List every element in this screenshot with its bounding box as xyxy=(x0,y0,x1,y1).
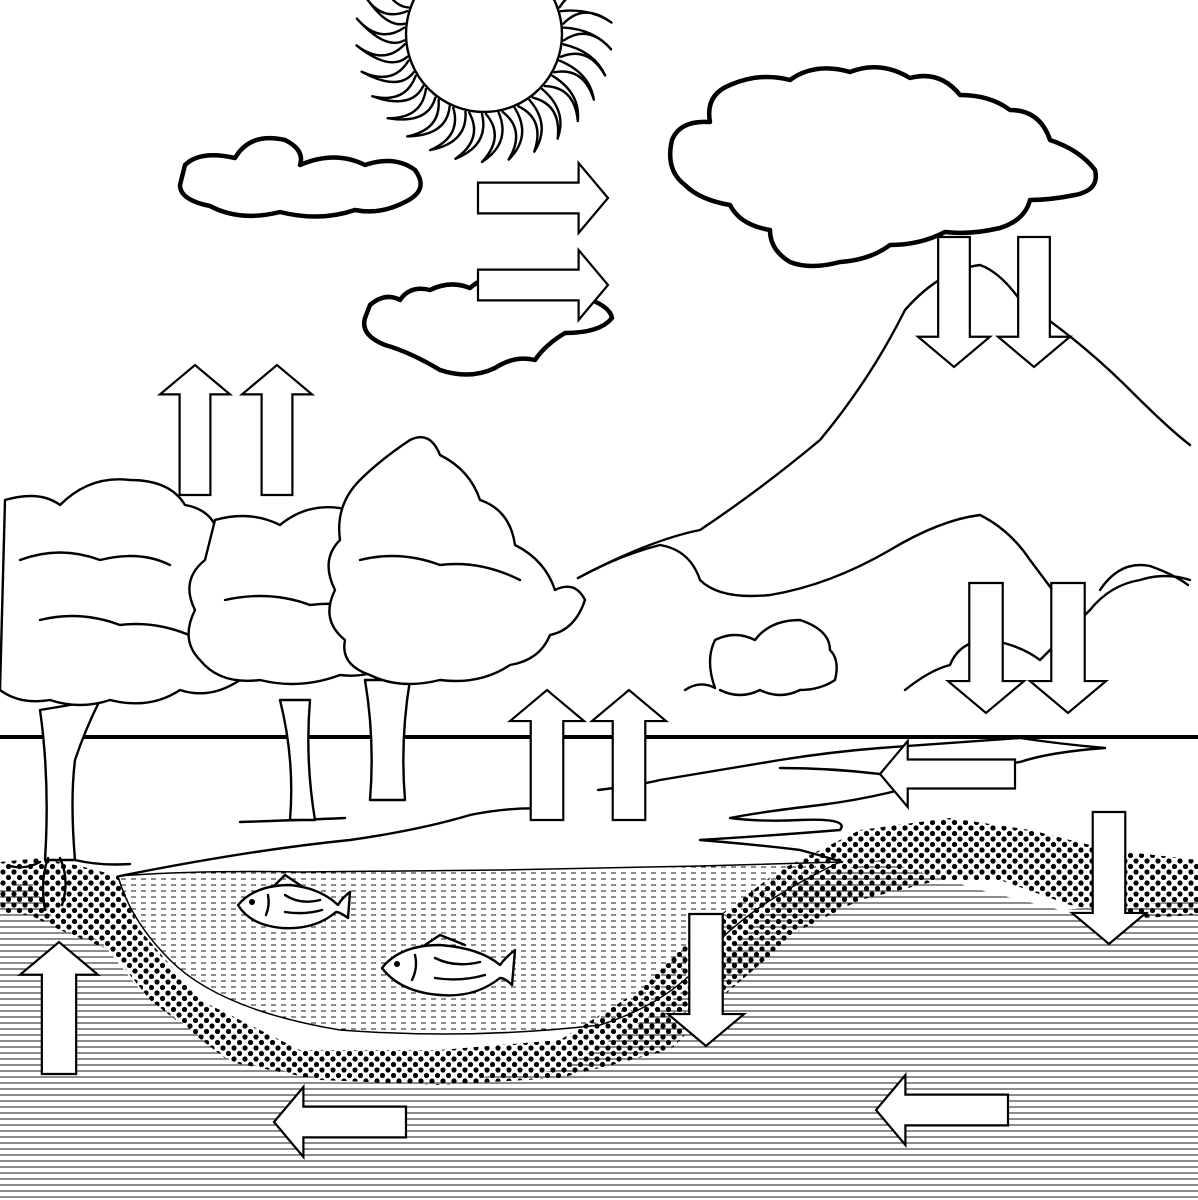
arrow-lake-up-right-icon xyxy=(588,688,670,822)
mountain xyxy=(576,263,1192,580)
arrow-river-left-icon xyxy=(878,737,1017,811)
arrow-groundwater-left-2-icon xyxy=(874,1071,1010,1149)
tree-right xyxy=(327,435,587,802)
sun-ray xyxy=(501,106,524,161)
sun-ray xyxy=(517,98,543,153)
fish-upper xyxy=(236,873,352,930)
hills xyxy=(576,513,1062,602)
sun-ray xyxy=(405,98,451,138)
sun-ray xyxy=(355,17,406,45)
arrow-hills-down-right-icon xyxy=(1026,581,1110,715)
sun-ray xyxy=(391,0,410,9)
arrow-cloud-down-left-icon xyxy=(914,235,994,369)
sun-ray xyxy=(454,111,485,160)
sun-ray xyxy=(360,59,415,84)
sun xyxy=(355,0,613,164)
sun-ray xyxy=(355,43,409,64)
sun-ray xyxy=(559,9,613,25)
tree-roots xyxy=(8,856,132,912)
arrow-sun-right-lower-icon xyxy=(476,246,610,324)
arrow-roots-up-icon xyxy=(16,940,102,1076)
cloud-top-left xyxy=(177,135,423,219)
sun-ray xyxy=(553,59,596,101)
sun-ray xyxy=(558,0,568,9)
arrow-cloud-down-right-icon xyxy=(994,235,1074,369)
sun-ray xyxy=(428,106,467,152)
arrow-lake-up-left-icon xyxy=(506,688,588,822)
arrow-trees-up-right-icon xyxy=(238,363,316,497)
soil-dotted-layer xyxy=(0,818,1198,1085)
arrow-soil-down-middle-icon xyxy=(664,912,748,1048)
bushes-right xyxy=(683,563,1192,697)
sun-ray xyxy=(559,43,607,77)
fish-lower xyxy=(380,933,517,997)
sun-ray xyxy=(543,74,580,123)
arrow-sun-right-upper-icon xyxy=(476,159,610,237)
sun-ray xyxy=(386,87,437,121)
sun-ray xyxy=(562,26,613,51)
cloud-middle xyxy=(361,276,615,377)
cloud-top-right xyxy=(667,65,1099,269)
arrow-hills-down-left-icon xyxy=(944,581,1028,715)
sun-ray xyxy=(480,111,504,164)
arrows xyxy=(16,159,1150,1161)
sun-ray xyxy=(531,87,562,140)
sun-ray xyxy=(366,0,409,26)
sun-ray xyxy=(370,74,425,103)
arrow-trees-up-left-icon xyxy=(156,363,234,497)
arrow-groundwater-left-1-icon xyxy=(272,1083,408,1161)
arrow-soil-down-right-icon xyxy=(1068,810,1150,946)
